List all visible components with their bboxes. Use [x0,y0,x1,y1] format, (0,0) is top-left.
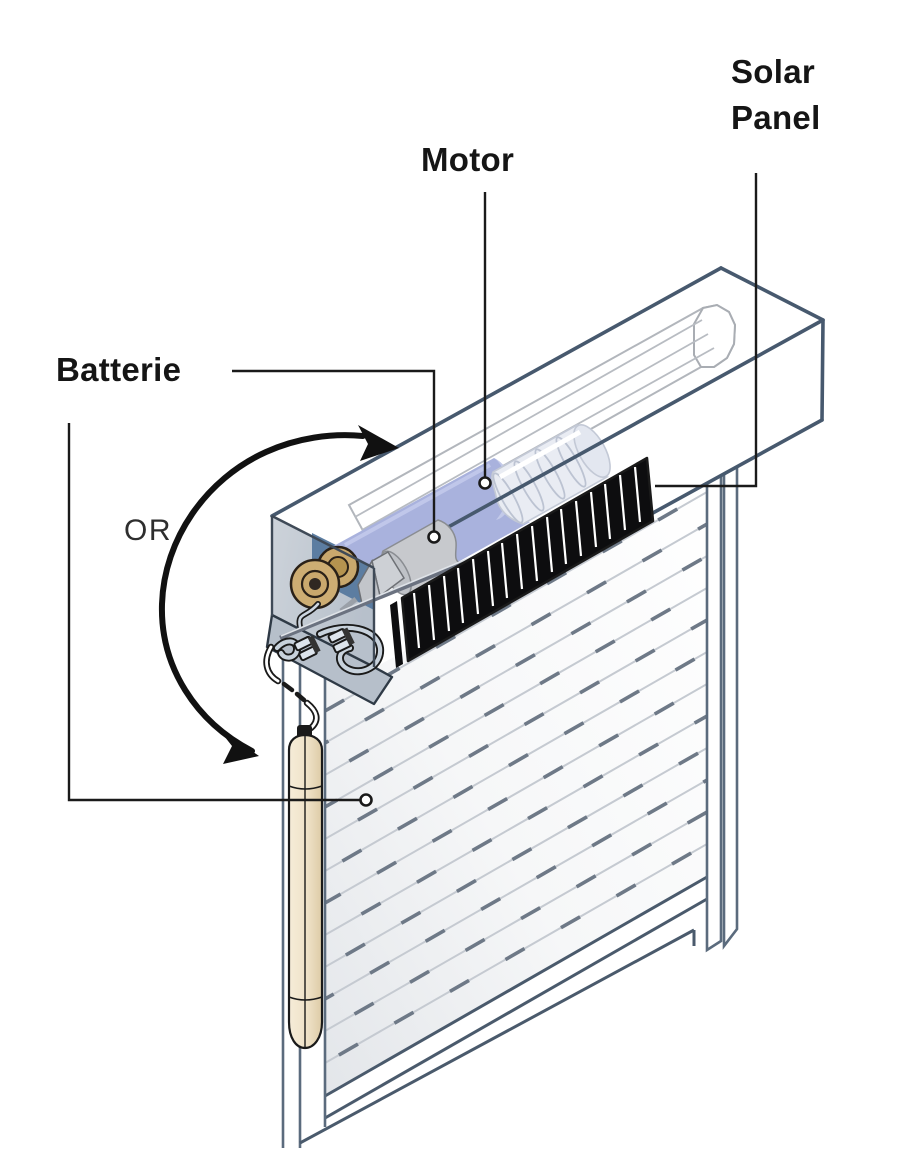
battery-pointer-external [67,423,360,802]
solar-panel-label: Solar Panel [731,53,821,137]
wires [273,623,385,676]
or-label: OR [124,514,172,547]
wiring-compartment [265,549,491,706]
headbox-outline [270,266,825,518]
or-arrow [158,425,399,764]
roller-end-cap [693,303,737,368]
battery-label: Batterie [56,351,182,388]
curtain-bottom-bar [325,877,707,1118]
external-battery [263,643,324,1050]
solar-panel-pointer [655,173,758,488]
pointer-lines [67,173,758,802]
battery-cable [263,643,320,732]
window-sill [299,928,696,1145]
right-guide-rail [705,464,739,953]
pointer-dots [359,476,492,807]
arrowhead-to-battery [217,727,259,764]
solar-cells [412,466,642,649]
battery-pointer-internal [232,369,436,531]
solar-panel [390,456,655,668]
arrowhead-to-tube [358,425,399,461]
tube-battery-section [491,424,611,525]
crown-wheel [289,545,360,630]
motor-label: Motor [421,141,515,178]
wire-connectors [293,627,355,662]
